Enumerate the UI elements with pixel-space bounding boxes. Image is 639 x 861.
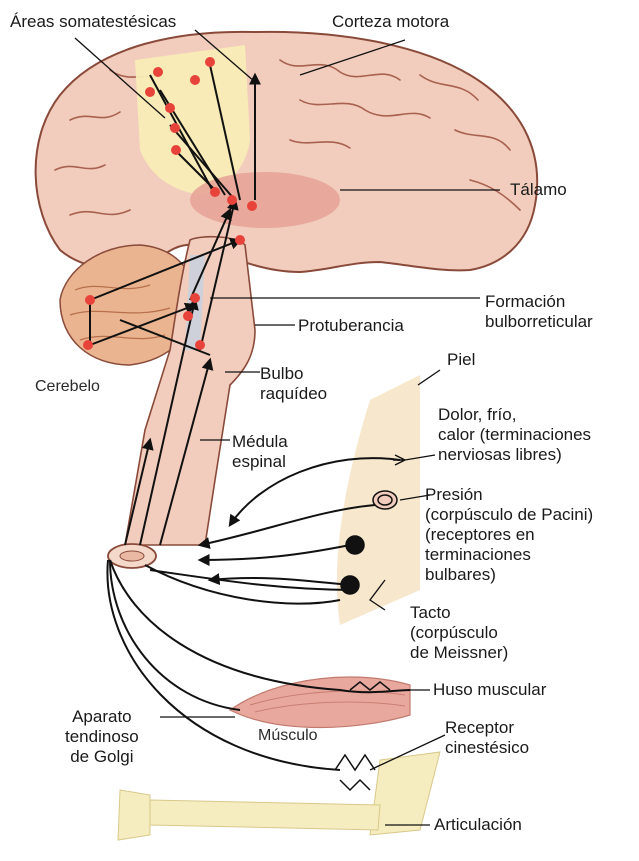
label-thalamus: Tálamo bbox=[510, 180, 567, 200]
label-spindle: Huso muscular bbox=[433, 680, 546, 700]
label-golgi-line2: tendinoso bbox=[65, 727, 139, 747]
label-pressure-line4: terminaciones bbox=[425, 545, 593, 565]
label-muscle: Músculo bbox=[258, 726, 318, 746]
thalamus bbox=[190, 172, 340, 228]
label-medulla-line1: Bulbo bbox=[260, 364, 327, 384]
label-spinal-cord: Médula espinal bbox=[232, 432, 288, 472]
label-spinal-cord-line2: espinal bbox=[232, 452, 288, 472]
label-pain-line2: calor (terminaciones bbox=[438, 425, 591, 445]
brain-hemisphere bbox=[36, 32, 538, 272]
label-somatosensory: Áreas somatestésicas bbox=[10, 12, 176, 32]
label-skin: Piel bbox=[447, 350, 475, 370]
label-golgi: Aparato tendinoso de Golgi bbox=[65, 707, 139, 767]
label-reticular-line1: Formación bbox=[485, 292, 593, 312]
label-touch-line2: (corpúsculo bbox=[410, 623, 508, 643]
label-kinesthetic-line2: cinestésico bbox=[445, 738, 529, 758]
label-pons: Protuberancia bbox=[298, 316, 404, 336]
label-cerebellum: Cerebelo bbox=[35, 377, 100, 397]
label-pressure: Presión (corpúsculo de Pacini) (receptor… bbox=[425, 485, 593, 585]
label-pressure-line3: (receptores en bbox=[425, 525, 593, 545]
label-golgi-line1: Aparato bbox=[65, 707, 139, 727]
label-pain-line1: Dolor, frío, bbox=[438, 405, 591, 425]
label-pain-line3: nerviosas libres) bbox=[438, 445, 591, 465]
label-pressure-line2: (corpúsculo de Pacini) bbox=[425, 505, 593, 525]
label-reticular: Formación bulborreticular bbox=[485, 292, 593, 332]
label-touch-line3: de Meissner) bbox=[410, 643, 508, 663]
label-spinal-cord-line1: Médula bbox=[232, 432, 288, 452]
label-touch: Tacto (corpúsculo de Meissner) bbox=[410, 603, 508, 663]
label-kinesthetic: Receptor cinestésico bbox=[445, 718, 529, 758]
label-touch-line1: Tacto bbox=[410, 603, 508, 623]
label-joint: Articulación bbox=[434, 815, 522, 835]
label-medulla-line2: raquídeo bbox=[260, 384, 327, 404]
label-medulla: Bulbo raquídeo bbox=[260, 364, 327, 404]
label-reticular-line2: bulborreticular bbox=[485, 312, 593, 332]
arm-bones bbox=[118, 752, 440, 840]
label-kinesthetic-line1: Receptor bbox=[445, 718, 529, 738]
label-pressure-line1: Presión bbox=[425, 485, 593, 505]
label-pressure-line5: bulbares) bbox=[425, 565, 593, 585]
label-pain: Dolor, frío, calor (terminaciones nervio… bbox=[438, 405, 591, 465]
label-motor-cortex: Corteza motora bbox=[332, 12, 449, 32]
label-golgi-line3: de Golgi bbox=[65, 747, 139, 767]
